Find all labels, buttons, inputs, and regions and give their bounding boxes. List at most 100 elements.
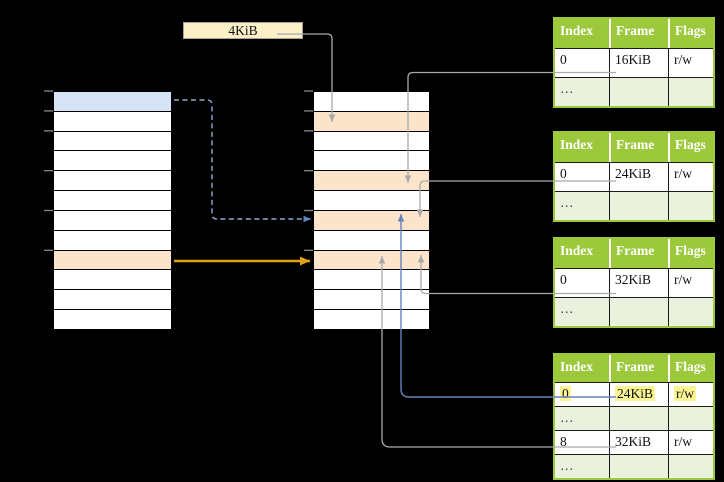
cell-text: 0: [560, 166, 567, 181]
page-table-16kib-row-1-cell-0: …: [555, 78, 609, 106]
left-memory-column-row-8-orange-highlight: [54, 249, 171, 270]
middle-memory-column-row-1-orange-highlight: [314, 110, 429, 131]
cell-text: 0: [560, 272, 567, 287]
cell-text: 0: [560, 52, 567, 67]
page-table-deep-row-1: …: [555, 406, 713, 430]
cell-text: 8: [560, 434, 567, 449]
page-table-deep-row-3: …: [555, 454, 713, 478]
cell-text: …: [560, 301, 574, 316]
page-table-32kib-row-1-cell-1: [609, 298, 668, 326]
middle-memory-column-row-4-orange-highlight: [314, 170, 429, 191]
page-table-deep-row-1-cell-1: [609, 407, 668, 430]
page-table-32kib-row-0: 0 32KiB r/w: [555, 268, 713, 297]
page-table-32kib-row-0-cell-0: 0: [555, 269, 609, 297]
cell-text: r/w: [674, 386, 696, 401]
left-memory-column-row-4: [54, 170, 171, 191]
page-table-deep-row-1-cell-2: [668, 407, 713, 430]
middle-memory-column-row-5: [314, 190, 429, 210]
column-header-frame: Frame: [609, 355, 668, 382]
page-table-deep-row-3-cell-2: [668, 455, 713, 478]
left-memory-column-row-11: [54, 309, 171, 329]
cell-text: …: [560, 81, 574, 96]
page-table-24kib-row-1-cell-1: [609, 192, 668, 220]
cell-text: 0: [560, 386, 571, 401]
page-table-deep-row-0-cell-0: 0: [555, 383, 609, 406]
column-header-flags: Flags: [668, 133, 713, 162]
page-table-24kib-row-1-cell-2: [668, 192, 713, 220]
page-table-32kib-row-1: …: [555, 297, 713, 326]
page-table-24kib-row-1: …: [555, 191, 713, 220]
page-table-24kib-row-0-cell-0: 0: [555, 163, 609, 191]
page-table-24kib-row-0-cell-1: 24KiB: [609, 163, 668, 191]
left-memory-column-row-10: [54, 289, 171, 310]
column-header-flags: Flags: [668, 355, 713, 382]
column-header-frame: Frame: [609, 19, 668, 48]
left-memory-column-row-1: [54, 110, 171, 131]
column-header-flags: Flags: [668, 239, 713, 268]
left-memory-column-row-6: [54, 209, 171, 230]
page-table-deep-row-2: 8 32KiB r/w: [555, 430, 713, 454]
cell-text: 24KiB: [615, 386, 656, 401]
page-size-label: 4KiB: [183, 22, 303, 39]
cell-text: r/w: [674, 434, 692, 449]
page-table-16kib-row-0-cell-0: 0: [555, 49, 609, 77]
page-table-deep-row-0-cell-1: 24KiB: [609, 383, 668, 406]
left-memory-column-row-3: [54, 150, 171, 171]
cell-text: …: [560, 195, 574, 210]
cell-text: r/w: [674, 52, 692, 67]
page-table-16kib-row-1: …: [555, 77, 713, 106]
column-header-frame: Frame: [609, 133, 668, 162]
page-table-24kib-row-0: 0 24KiB r/w: [555, 162, 713, 191]
left-memory-column-row-0-blue-highlight: [54, 92, 171, 111]
page-table-32kib-row-1-cell-0: …: [555, 298, 609, 326]
virtual-page-lookup-arrow: [174, 99, 311, 223]
middle-memory-column-row-2: [314, 130, 429, 151]
page-table-32kib-row-1-cell-2: [668, 298, 713, 326]
middle-memory-column-row-7: [314, 229, 429, 250]
left-memory-column-row-7: [54, 229, 171, 250]
middle-memory-column-row-10: [314, 289, 429, 310]
cell-text: 16KiB: [615, 52, 652, 67]
left-memory-column-row-2: [54, 130, 171, 151]
cell-text: 24KiB: [615, 166, 652, 181]
middle-memory-column-row-3: [314, 150, 429, 171]
cell-text: r/w: [674, 272, 692, 287]
middle-memory-column-row-9: [314, 269, 429, 290]
page-table-deep-row-0: 0 24KiB r/w: [555, 382, 713, 406]
cell-text: …: [560, 458, 574, 473]
cell-text: …: [560, 410, 574, 425]
left-memory-column-row-9: [54, 269, 171, 290]
cell-text: r/w: [674, 166, 692, 181]
left-memory-column-row-5: [54, 190, 171, 210]
middle-memory-column-row-8-orange-highlight: [314, 249, 429, 270]
column-header-frame: Frame: [609, 239, 668, 268]
middle-memory-column-row-6-orange-highlight: [314, 209, 429, 230]
page-table-32kib-row-0-cell-2: r/w: [668, 269, 713, 297]
page-table-deep-row-1-cell-0: …: [555, 407, 609, 430]
page-table-16kib-row-1-cell-1: [609, 78, 668, 106]
page-table-32kib-row-0-cell-1: 32KiB: [609, 269, 668, 297]
left-memory-column: [53, 91, 172, 330]
page-table-deep-row-3-cell-1: [609, 455, 668, 478]
middle-memory-column-row-0: [314, 92, 429, 111]
page-table-24kib-row-0-cell-2: r/w: [668, 163, 713, 191]
page-table-24kib-row-1-cell-0: …: [555, 192, 609, 220]
page-table-deep-row-2-cell-2: r/w: [668, 431, 713, 454]
middle-memory-column-row-11: [314, 309, 429, 329]
column-header-index: Index: [560, 137, 594, 152]
cell-text: 32KiB: [615, 272, 652, 287]
middle-memory-column: [313, 91, 430, 330]
cell-text: 32KiB: [615, 434, 652, 449]
column-header-index: Index: [560, 359, 594, 374]
page-table-deep-row-2-cell-1: 32KiB: [609, 431, 668, 454]
page-table-16kib-row-1-cell-2: [668, 78, 713, 106]
page-table-deep-row-3-cell-0: …: [555, 455, 609, 478]
